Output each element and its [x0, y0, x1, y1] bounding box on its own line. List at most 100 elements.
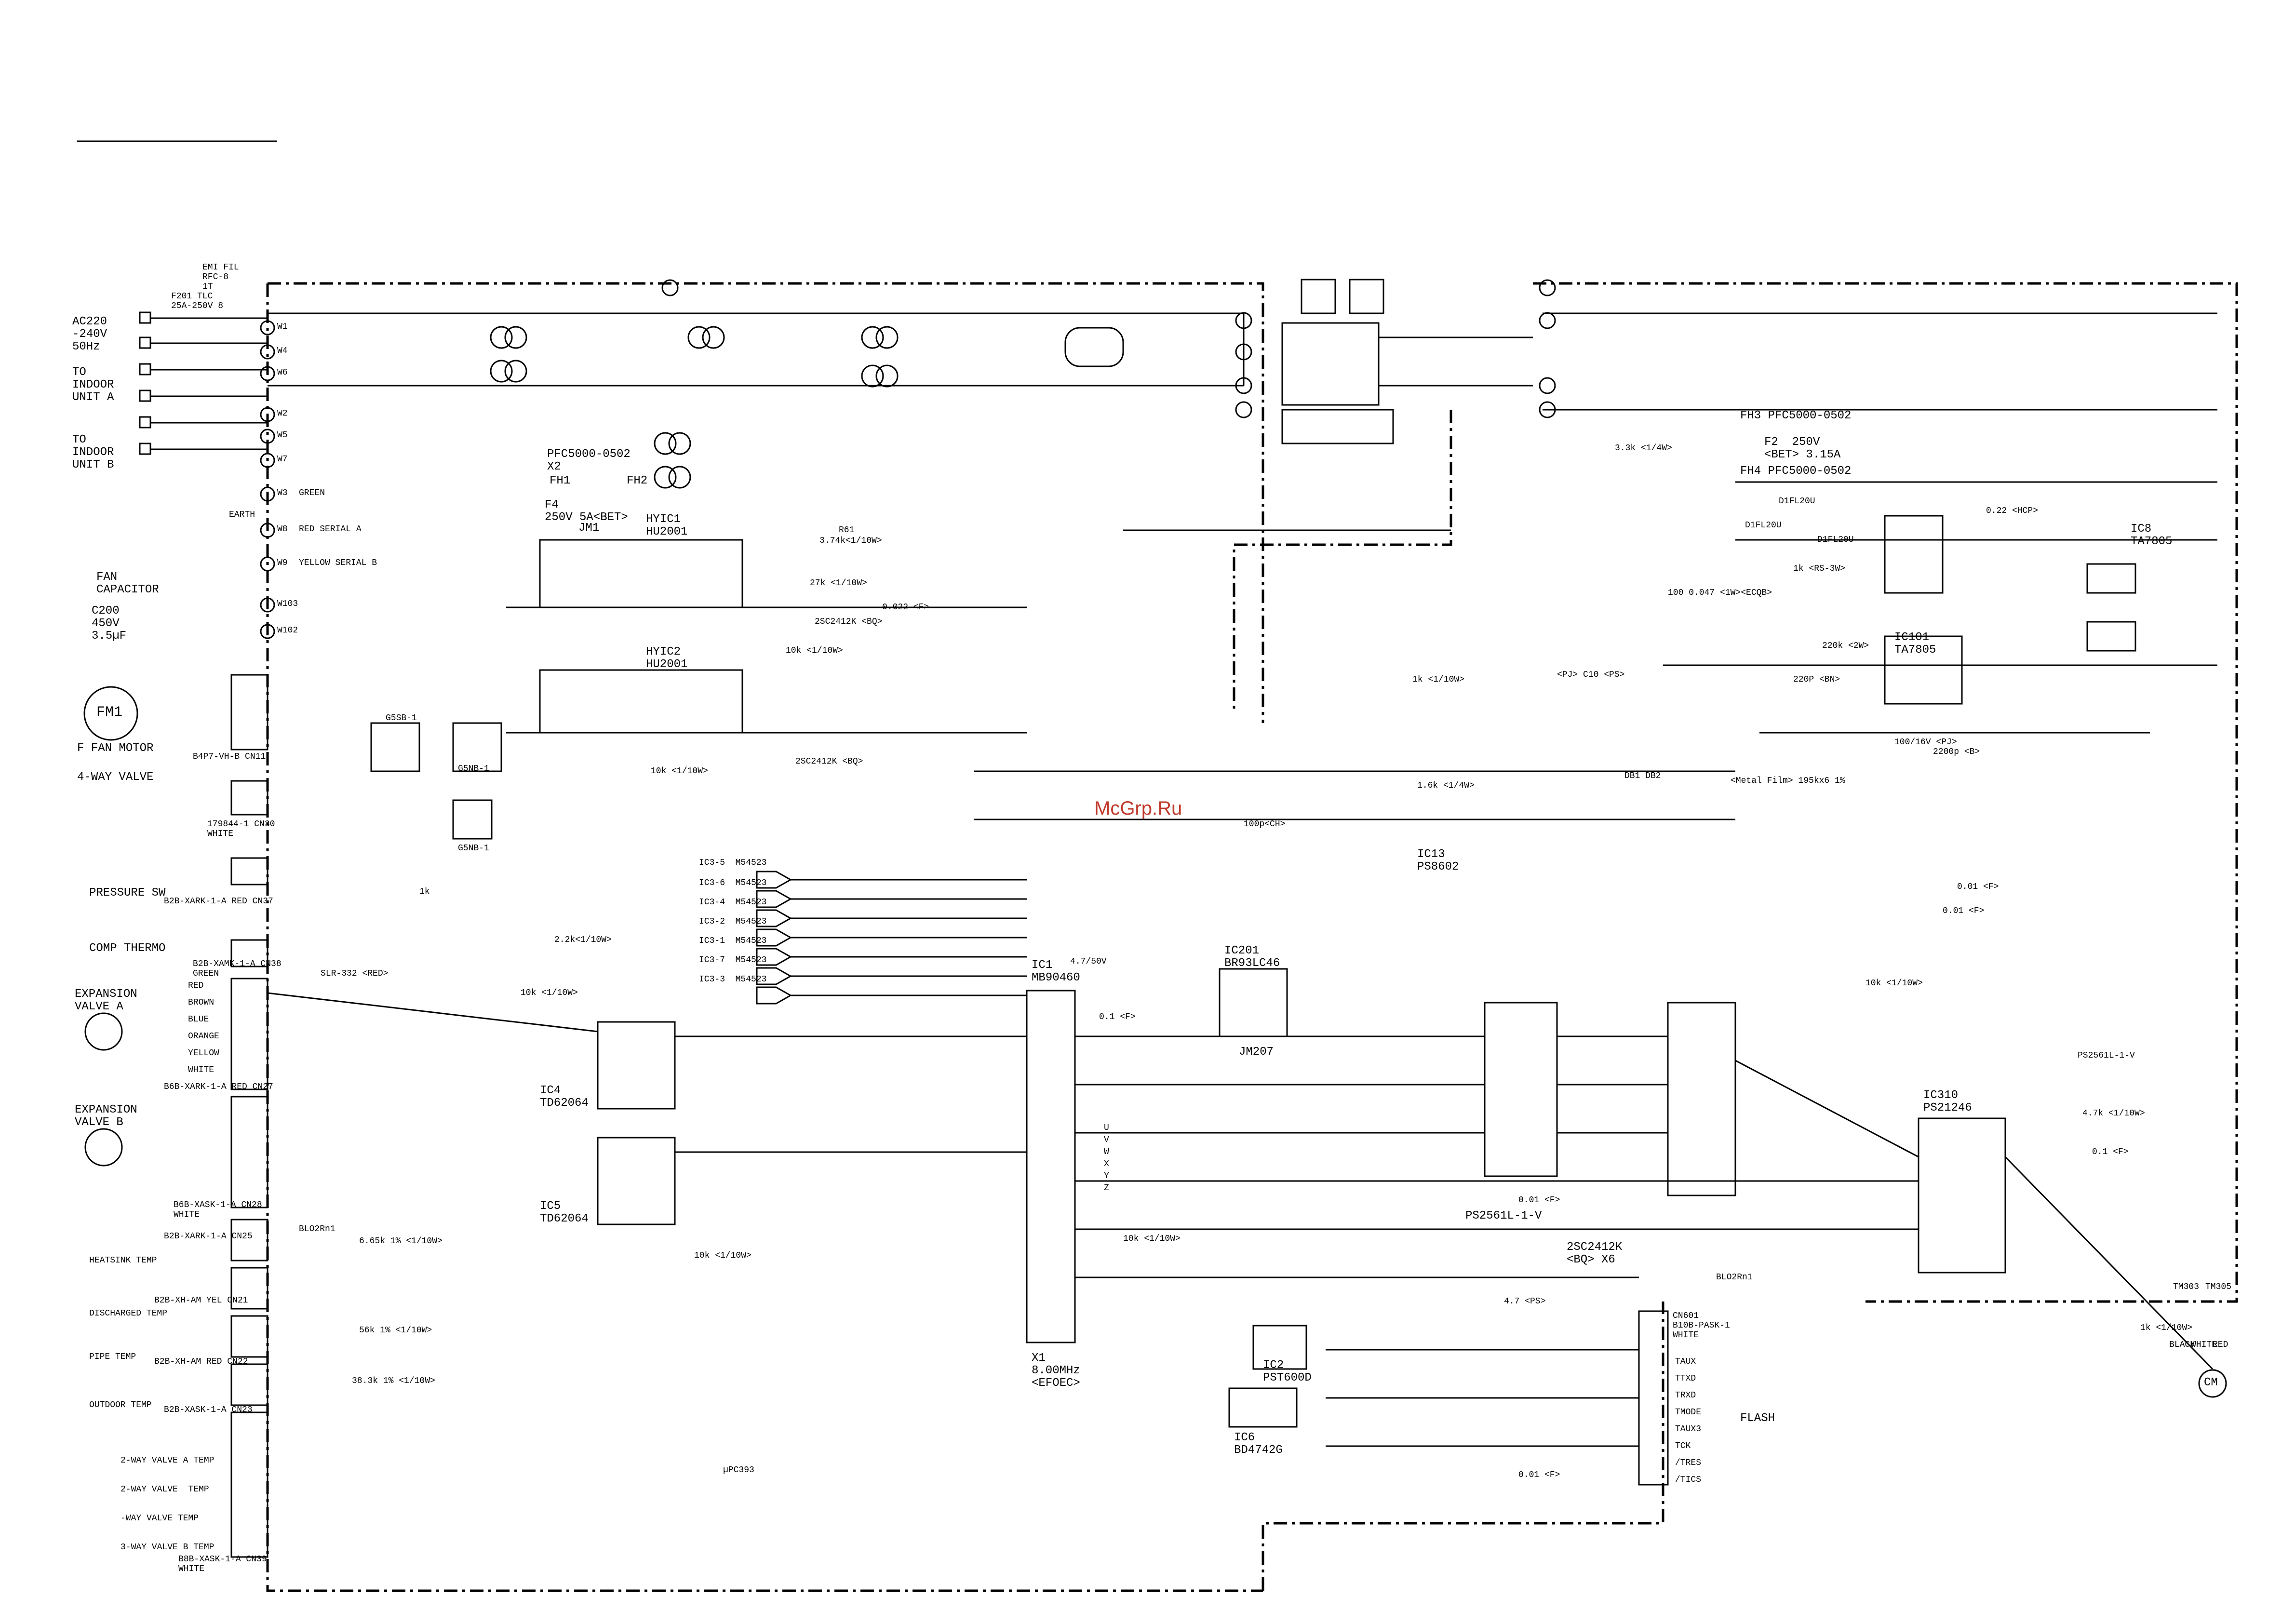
cn601-pin-taux: TAUX: [1675, 1357, 1696, 1367]
jm106-test-label: µPC393: [723, 1465, 754, 1475]
r56-label: 27k <1/10W>: [810, 578, 867, 588]
c406-label: 2200p <B>: [1933, 747, 1980, 757]
cn601-label: CN601 B10B-PASK-1 WHITE: [1673, 1311, 1730, 1340]
wire-w8-color: RED SERIAL A: [299, 524, 362, 534]
q-2sc2412k-label: 2SC2412K <BQ> X6: [1567, 1241, 1623, 1266]
ic2-label: IC2 PST600D: [1263, 1359, 1312, 1384]
pipe-temp-label: PIPE TEMP: [89, 1352, 136, 1362]
wire-w7: W7: [277, 455, 288, 464]
fan-motor-label: F FAN MOTOR: [77, 742, 154, 755]
valve-b-temp-label: 3-WAY VALVE B TEMP: [121, 1543, 215, 1552]
r61-val: 3.74k<1/10W>: [819, 536, 882, 546]
tm303-label: TM303: [2173, 1282, 2200, 1292]
white-label: WHITE: [2191, 1340, 2217, 1350]
c95-label: 100p<CH>: [1244, 819, 1286, 829]
tm305-label: TM305: [2205, 1282, 2232, 1292]
ac-input-label: AC220 -240V 50Hz: [72, 315, 107, 353]
ic1-label: IC1 MB90460: [1032, 959, 1080, 984]
four-way-valve-label: 4-WAY VALVE: [77, 771, 154, 784]
wire-w9: W9: [277, 558, 288, 568]
c301-label: BLO2Rn1: [1716, 1273, 1753, 1282]
earth-label: EARTH: [229, 510, 255, 520]
ic5-label: IC5 TD62064: [540, 1200, 589, 1225]
cn37-label: B2B-XARK-1-A RED CN37: [164, 897, 273, 906]
c1-label: D1FL20U: [1817, 535, 1854, 545]
ic307-label: 0.01 <F>: [1957, 882, 1999, 892]
cn601-pin-tics: /TICS: [1675, 1475, 1702, 1485]
watermark: McGrp.Ru: [1094, 798, 1182, 819]
motor-pin-x: X: [1104, 1159, 1109, 1169]
wire-w2: W2: [277, 409, 288, 418]
cn601-pin-tres: /TRES: [1675, 1458, 1702, 1468]
c328-label: 0.1 <F>: [2092, 1147, 2129, 1157]
r43-label: 10k <1/10W>: [521, 988, 578, 998]
board-outline-top: [268, 282, 1264, 723]
cn23-label: B2B-XASK-1-A CN23: [164, 1405, 253, 1415]
valve-temp-label: 2-WAY VALVE TEMP: [121, 1485, 209, 1494]
emi-filter-label: EMI FIL RFC-8 1T: [202, 263, 239, 292]
cn601-pin-ttxd: TTXD: [1675, 1374, 1696, 1383]
q52-label: 2SC2412K <BQ>: [795, 757, 863, 766]
r33-label: 0.01 <F>: [1943, 906, 1985, 916]
black-label: BLACK: [2169, 1340, 2196, 1350]
q1-label: 100 0.047 <1W><ECQB>: [1668, 588, 1772, 598]
cm-label: CM: [2204, 1376, 2218, 1389]
c207-label: 1k <1/10W>: [2140, 1323, 2193, 1333]
wire-w9-color: YELLOW SERIAL B: [299, 558, 377, 568]
d28-label: 2.2k<1/10W>: [554, 935, 612, 945]
r48-label: 10k <1/10W>: [694, 1251, 752, 1261]
q51-label: 2SC2412K <BQ>: [815, 617, 883, 627]
r67-label: 38.3k 1% <1/10W>: [352, 1376, 435, 1386]
motor-pin-u: U: [1104, 1123, 1109, 1133]
wire-w4: W4: [277, 346, 288, 356]
outdoor-temp-label: OUTDOOR TEMP: [89, 1400, 152, 1410]
ic13-label: IC13 PS8602: [1417, 848, 1459, 873]
wire-w1: W1: [277, 322, 288, 332]
ps2561-label: PS2561L-1-V: [1465, 1209, 1542, 1222]
cn11-label: B4P7-VH-B CN11: [193, 752, 266, 762]
ic3-gates: [756, 871, 792, 1005]
c53-label: 0.022 <F>: [882, 603, 929, 612]
fh3-label: FH3 PFC5000-0502: [1740, 409, 1852, 422]
r20-label: 0.01 <F>: [1518, 1470, 1560, 1480]
cn601-pin-tmode: TMODE: [1675, 1408, 1702, 1417]
exp-a-wire-red: RED: [188, 981, 204, 991]
r1-label: D1FL20U: [1745, 521, 1782, 530]
r3-label: 1k <RS-3W>: [1793, 564, 1846, 574]
board-outline-right: [1533, 282, 2238, 1303]
c3-label: 220k <2W>: [1822, 641, 1869, 651]
jm207-label: JM207: [1239, 1046, 1274, 1059]
r57-label: 10k <1/10W>: [651, 766, 708, 776]
hyic2-label: HYIC2 HU2001: [646, 645, 688, 671]
expansion-valve-b-label: EXPANSION VALVE B: [75, 1103, 137, 1129]
f4-label: F4 250V 5A<BET>: [545, 498, 628, 524]
wire-w5: W5: [277, 430, 288, 440]
r111-label: <Metal Film> 195kx6 1%: [1731, 776, 1845, 786]
l202-label: SLR-332 <RED>: [321, 969, 389, 979]
r50-label: 10k <1/10W>: [786, 646, 843, 656]
r4-label: 220P <BN>: [1793, 675, 1840, 684]
cn601-pin-tck: TCK: [1675, 1441, 1691, 1451]
ic306-label: 0.01 <F>: [1518, 1195, 1560, 1205]
wire-w103: W103: [277, 599, 298, 609]
ic3-5-label: IC3-5 M54523: [699, 858, 767, 868]
fh4-label: FH4 PFC5000-0502: [1740, 465, 1852, 478]
ic3-7-label: IC3-7 M54523: [699, 955, 767, 965]
k13-label: G5NB-1: [458, 764, 489, 774]
exp-a-wire-blue: BLUE: [188, 1015, 209, 1024]
cn601-pin-taux3: TAUX3: [1675, 1424, 1702, 1434]
r63-label: 6.65k 1% <1/10W>: [359, 1236, 443, 1246]
comp-thermo-label: COMP THERMO: [89, 942, 166, 955]
wire-w6: W6: [277, 368, 288, 377]
r303-label: PS2561L-1-V: [2078, 1051, 2135, 1060]
r442-label: 1k <1/10W>: [1412, 675, 1465, 684]
f2-label: F2 250V <BET> 3.15A: [1764, 436, 1841, 461]
fm1-label: FM1: [96, 704, 123, 721]
db-label: DB1 DB2: [1624, 771, 1661, 781]
motor-pin-z: Z: [1104, 1183, 1109, 1193]
pressure-sw-label: PRESSURE SW: [89, 886, 166, 899]
ic1-body: [1026, 990, 1076, 1343]
exp-a-wire-white: WHITE: [188, 1065, 215, 1075]
cn25-label: B2B-XARK-1-A CN25: [164, 1232, 253, 1241]
exp-a-wire-yellow: YELLOW: [188, 1048, 219, 1058]
